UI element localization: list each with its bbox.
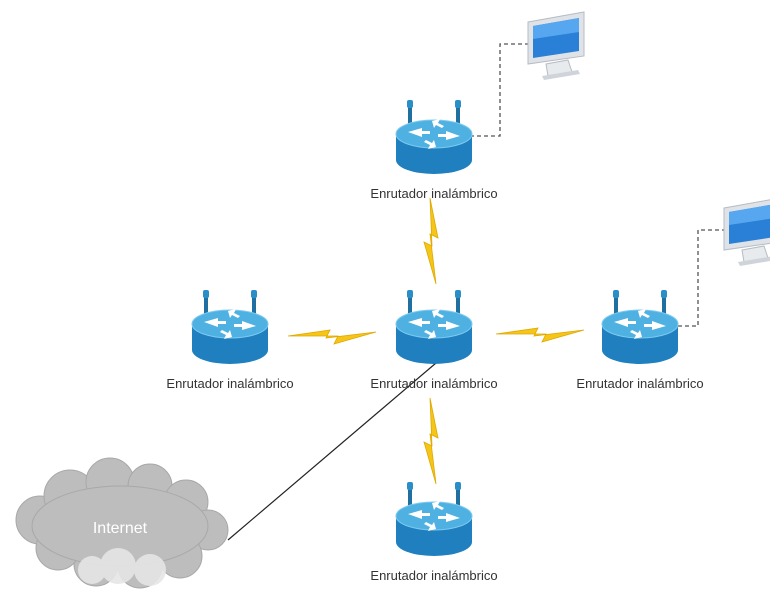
router-center-label: Enrutador inalámbrico bbox=[370, 376, 497, 391]
internet-label: Internet bbox=[93, 520, 148, 537]
lightning-bolt-icon bbox=[495, 327, 585, 343]
wireless-router-icon bbox=[395, 481, 473, 557]
router-right bbox=[601, 289, 679, 365]
internet-cloud-icon bbox=[15, 457, 229, 589]
desktop-computer-icon bbox=[527, 11, 585, 81]
lightning-bolt-icon bbox=[423, 397, 439, 485]
wired-link-internet bbox=[227, 362, 437, 541]
router-bottom bbox=[395, 481, 473, 557]
desktop-computer-icon bbox=[723, 197, 770, 267]
router-left-label: Enrutador inalámbrico bbox=[166, 376, 293, 391]
lightning-bolt-icon bbox=[423, 197, 439, 285]
router-left bbox=[191, 289, 269, 365]
router-center bbox=[395, 289, 473, 365]
router-top-label: Enrutador inalámbrico bbox=[370, 186, 497, 201]
wireless-router-icon bbox=[395, 289, 473, 365]
wireless-router-icon bbox=[395, 99, 473, 175]
dashed-link-right-computer bbox=[678, 229, 724, 327]
router-bottom-label: Enrutador inalámbrico bbox=[370, 568, 497, 583]
lightning-bolt-icon bbox=[287, 329, 377, 345]
router-top bbox=[395, 99, 473, 175]
wireless-router-icon bbox=[191, 289, 269, 365]
wireless-router-icon bbox=[601, 289, 679, 365]
dashed-link-top-computer bbox=[470, 43, 528, 137]
router-right-label: Enrutador inalámbrico bbox=[576, 376, 703, 391]
